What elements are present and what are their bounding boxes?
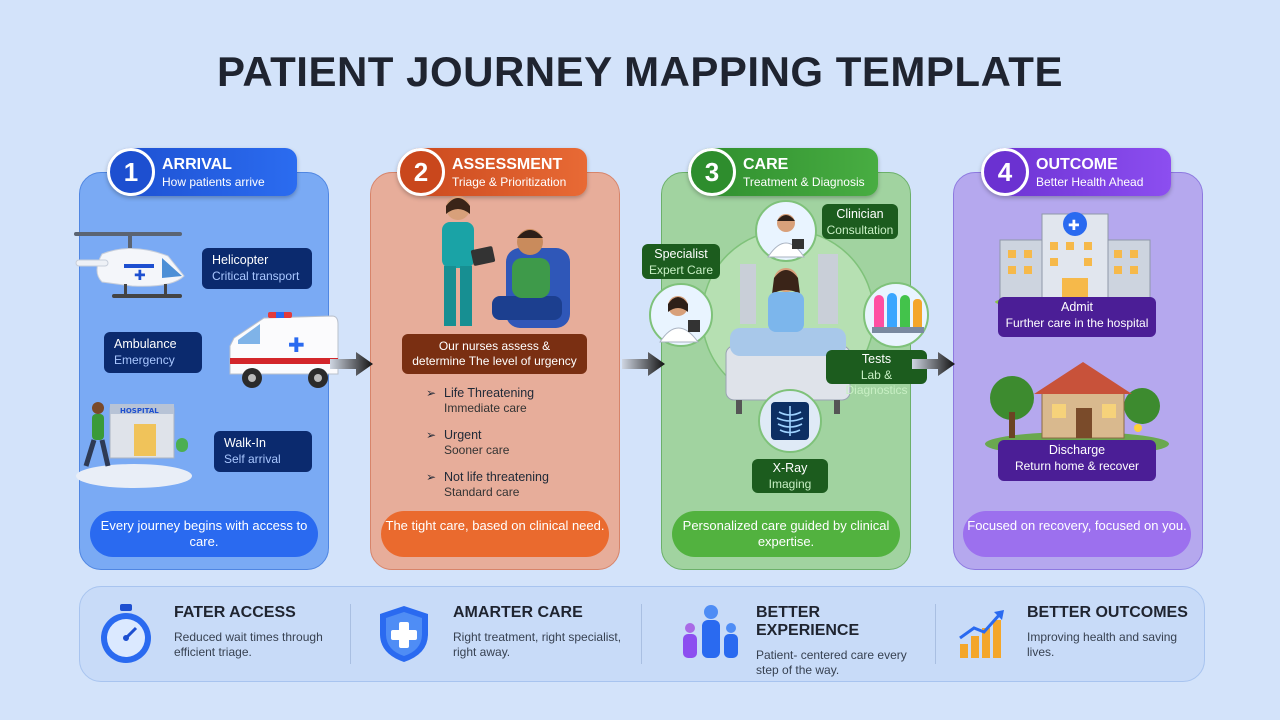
urgency-level-item: ➢ Life Threatening Immediate care: [426, 386, 606, 416]
stage-assessment-header: 2 ASSESSMENT Triage & Prioritization: [397, 148, 587, 196]
outcome-discharge: Discharge Return home & recover: [998, 440, 1156, 481]
benefit-title: BETTER EXPERIENCE: [756, 604, 860, 639]
benefit-text: Reduced wait times through efficient tri…: [174, 630, 323, 659]
stopwatch-icon: [101, 604, 151, 663]
outcome-admit: Admit Further care in the hospital: [998, 297, 1156, 337]
svg-text:✚: ✚: [288, 333, 305, 357]
level-label: Not life threatening: [444, 470, 549, 484]
node-sub: Imaging: [768, 476, 812, 491]
stage-number: 1: [107, 148, 155, 196]
node-label: Clinician: [836, 207, 884, 221]
building-sign: HOSPITAL: [120, 407, 159, 415]
stage-subtitle: Triage & Prioritization: [452, 175, 567, 189]
walk-in-hospital-illustration: HOSPITAL: [76, 402, 192, 488]
arrival-mode-helicopter: Helicopter Critical transport: [202, 248, 312, 289]
arrow-right-icon: [622, 352, 665, 376]
care-node-specialist: Specialist Expert Care: [642, 244, 720, 279]
growth-chart-icon: [959, 610, 1004, 658]
benefit-text: Patient- centered care every step of the…: [756, 648, 907, 677]
node-label: Specialist: [654, 247, 708, 261]
benefit-faster-access: FATER ACCESS Reduced wait times through …: [174, 604, 334, 660]
arrival-mode-walk-in: Walk-In Self arrival: [214, 431, 312, 472]
stage-subtitle: Better Health Ahead: [1036, 175, 1144, 189]
hospital-building-icon: ✚: [995, 212, 1155, 309]
stage-number: 3: [688, 148, 736, 196]
mode-sub: Emergency: [114, 352, 175, 367]
benefit-smarter-care: AMARTER CARE Right treatment, right spec…: [453, 604, 623, 660]
arrow-right-icon: [912, 352, 955, 376]
benefit-title: AMARTER CARE: [453, 604, 583, 621]
stage-care-header: 3 CARE Treatment & Diagnosis: [688, 148, 878, 196]
result-sub: Return home & recover: [1014, 458, 1140, 473]
assessment-note: Our nurses assess & determine The level …: [402, 334, 587, 374]
mode-label: Helicopter: [212, 253, 269, 267]
divider: [350, 604, 351, 664]
mode-sub: Self arrival: [224, 451, 281, 466]
level-label: Life Threatening: [444, 386, 535, 400]
level-sub: Standard care: [444, 485, 520, 499]
divider: [935, 604, 936, 664]
mode-sub: Critical transport: [212, 268, 300, 283]
stage-arrival-header: 1 ARRIVAL How patients arrive: [107, 148, 297, 196]
node-sub: Expert Care: [648, 262, 714, 277]
chevron-right-icon: ➢: [426, 386, 437, 400]
benefit-title: BETTER OUTCOMES: [1027, 604, 1188, 621]
urgency-levels-list: ➢ Life Threatening Immediate care ➢ Urge…: [426, 386, 606, 512]
arrow-right-icon: [330, 352, 373, 376]
xray-icon: [758, 389, 822, 453]
nurse-triage-illustration: [442, 196, 570, 328]
family-icon: [683, 605, 738, 658]
level-label: Urgent: [444, 428, 482, 442]
page-title: PATIENT JOURNEY MAPPING TEMPLATE: [217, 48, 1063, 95]
stage-outcome-summary: Focused on recovery, focused on you.: [963, 511, 1191, 557]
stage-title: ARRIVAL: [162, 156, 232, 173]
test-tubes-icon: [863, 282, 929, 348]
benefit-better-experience: BETTER EXPERIENCE Patient- centered care…: [756, 604, 926, 678]
chevron-right-icon: ➢: [426, 428, 437, 442]
mode-label: Ambulance: [114, 337, 177, 351]
chevron-right-icon: ➢: [426, 470, 437, 484]
stage-title: ASSESSMENT: [452, 156, 563, 173]
shield-cross-icon: [380, 606, 428, 662]
stage-subtitle: Treatment & Diagnosis: [743, 175, 865, 189]
care-node-xray: X-Ray Imaging: [752, 459, 828, 493]
stage-number: 4: [981, 148, 1029, 196]
svg-text:✚: ✚: [1068, 218, 1080, 234]
result-sub: Further care in the hospital: [1005, 315, 1149, 330]
benefits-bar: [79, 586, 1205, 682]
stage-number: 2: [397, 148, 445, 196]
benefit-text: Improving health and saving lives.: [1027, 630, 1178, 659]
benefit-title: FATER ACCESS: [174, 604, 296, 621]
divider: [641, 604, 642, 664]
clinician-avatar-icon: [755, 200, 817, 262]
result-label: Discharge: [1048, 443, 1106, 457]
stage-title: CARE: [743, 156, 789, 173]
node-label: Tests: [861, 352, 892, 366]
stage-subtitle: How patients arrive: [162, 175, 265, 189]
arrival-mode-ambulance: Ambulance Emergency: [104, 332, 202, 373]
urgency-level-item: ➢ Not life threatening Standard care: [426, 470, 606, 500]
stage-arrival-summary: Every journey begins with access to care…: [90, 511, 318, 557]
node-sub: Lab & Diagnostics: [845, 367, 908, 397]
helicopter-icon: ✚: [74, 232, 185, 298]
mode-label: Walk-In: [224, 436, 266, 450]
node-sub: Consultation: [826, 222, 894, 237]
care-node-tests: Tests Lab & Diagnostics: [826, 350, 927, 397]
stage-assessment-summary: The tight care, based on clinical need.: [381, 511, 609, 557]
urgency-level-item: ➢ Urgent Sooner care: [426, 428, 606, 458]
care-node-clinician: Clinician Consultation: [822, 204, 898, 239]
level-sub: Sooner care: [444, 443, 510, 457]
svg-text:✚: ✚: [134, 268, 146, 284]
specialist-avatar-icon: [649, 283, 713, 347]
node-label: X-Ray: [772, 461, 808, 475]
stage-care-summary: Personalized care guided by clinical exp…: [672, 511, 900, 557]
benefit-text: Right treatment, right specialist, right…: [453, 630, 622, 659]
stage-outcome-header: 4 OUTCOME Better Health Ahead: [981, 148, 1171, 196]
ambulance-icon: ✚: [229, 312, 339, 388]
level-sub: Immediate care: [444, 401, 527, 415]
stage-title: OUTCOME: [1036, 156, 1118, 173]
benefit-better-outcomes: BETTER OUTCOMES Improving health and sav…: [1027, 604, 1192, 660]
result-label: Admit: [1061, 300, 1093, 314]
